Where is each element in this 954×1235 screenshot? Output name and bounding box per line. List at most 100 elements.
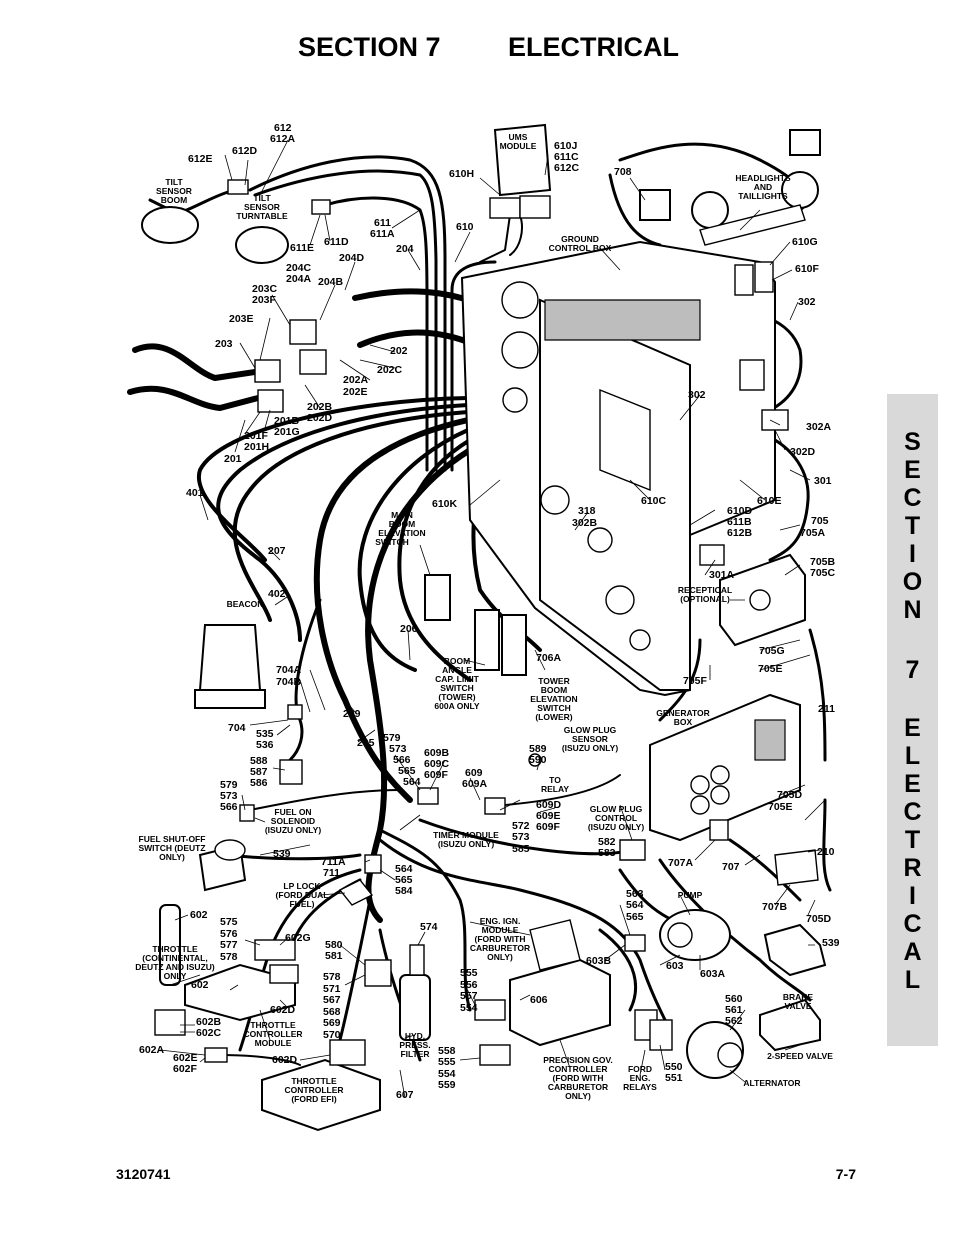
label-precision-gov-controller: CARBURETOR	[548, 1082, 608, 1092]
beacon	[194, 624, 303, 720]
label-tilt-boom: SENSOR	[156, 186, 192, 196]
pump-and-valves	[634, 909, 827, 1079]
label-202c: 202C	[377, 364, 403, 376]
label-204b: 204B	[318, 276, 344, 288]
ums-connector	[489, 197, 521, 219]
connector-563	[624, 934, 646, 952]
connector-201	[257, 389, 284, 413]
connector-port	[501, 331, 539, 369]
label-602d-2: 602D	[272, 1054, 298, 1066]
label-570: 570	[323, 1029, 341, 1041]
label-to-relay: RELAY	[541, 784, 569, 794]
side-tab-letter: C	[903, 910, 922, 938]
label-612e: 612E	[188, 153, 213, 165]
cable-401	[196, 396, 470, 562]
side-tab-letter: N	[903, 596, 922, 624]
alternator-pulley	[717, 1042, 743, 1068]
head-light	[691, 191, 729, 229]
label-throttle-controller-efi: CONTROLLER	[284, 1085, 343, 1095]
label-609e: 609E	[536, 810, 561, 822]
connector-610f	[754, 261, 774, 293]
label-607: 607	[396, 1089, 414, 1101]
terminal-strip	[544, 299, 701, 341]
label-565c: 565	[626, 911, 644, 923]
label-602f: 602F	[173, 1063, 198, 1075]
connector-port	[502, 387, 528, 413]
wire-556	[378, 828, 472, 1012]
label-554a: 554	[460, 1002, 478, 1014]
label-ums-module: MODULE	[500, 141, 537, 151]
label-ground-control-box: GROUND	[561, 234, 599, 244]
label-lp-lock: LP LOCK	[283, 881, 321, 891]
label-throttle: ONLY	[164, 971, 187, 981]
label-560: 560	[725, 993, 743, 1005]
label-fuel-on-solenoid: (ISUZU ONLY)	[265, 825, 322, 835]
label-610k: 610K	[432, 498, 458, 510]
label-302a: 302A	[806, 421, 832, 433]
label-564c: 564	[626, 899, 644, 911]
label-throttle-controller-module: CONTROLLER	[243, 1029, 302, 1039]
connector-302a	[761, 409, 789, 431]
label-609c: 609C	[424, 758, 450, 770]
boom-angle-switch	[474, 609, 500, 671]
label-main-boom-elevation-switch: BOOM	[389, 519, 415, 529]
label-207: 207	[268, 545, 286, 557]
connector-575	[254, 939, 296, 961]
label-201b: 201B	[274, 415, 300, 427]
label-301a: 301A	[709, 569, 735, 581]
side-tab-letter: T	[904, 512, 921, 540]
hour-meter	[540, 485, 570, 515]
label-711a: 711A	[321, 856, 346, 868]
connector-588	[279, 759, 303, 785]
label-206: 206	[400, 623, 418, 635]
label-202d: 202D	[307, 412, 333, 424]
label-610j: 610J	[554, 140, 578, 152]
label-boom-angle-switch: ANGLE	[442, 665, 472, 675]
label-610c: 610C	[641, 495, 667, 507]
label-211: 211	[818, 703, 835, 715]
label-609f-2: 609F	[536, 821, 561, 833]
label-588: 588	[250, 755, 268, 767]
side-tab-letter: L	[904, 742, 921, 770]
connector-610g	[734, 264, 754, 296]
label-tilt-boom: BOOM	[161, 195, 187, 205]
generator-box	[649, 693, 801, 842]
connector-602g	[269, 964, 299, 984]
label-boom-angle-switch: CAP. LIMIT	[435, 674, 480, 684]
label-glow-plug-sensor: GLOW PLUG	[564, 725, 617, 735]
label-tower-boom-elevation-switch: SWITCH	[537, 703, 571, 713]
label-throttle-controller-module: MODULE	[255, 1038, 292, 1048]
label-timer-module: TIMER MODULE	[433, 830, 499, 840]
tilt-sensor-turntable	[235, 226, 289, 264]
label-glow-plug-control: GLOW PLUG	[590, 804, 643, 814]
label-fuel-shutoff-switch: FUEL SHUT-OFF	[139, 834, 206, 844]
section-side-tab[interactable]: S E C T I O N 7 E L E C T R I C A L	[887, 394, 938, 1046]
label-602: 602	[190, 909, 208, 921]
label-boom-angle-switch: (TOWER)	[438, 692, 475, 702]
label-705c: 705C	[810, 567, 836, 579]
wire-612a	[253, 169, 438, 472]
label-554b: 554	[438, 1068, 456, 1080]
callout-labels: 612 612A 612E 612D TILT SENSOR BOOM TILT…	[135, 122, 839, 1104]
label-throttle: (CONTINENTAL,	[142, 953, 207, 963]
label-564b: 564	[395, 863, 413, 875]
connector-301a	[699, 544, 725, 566]
precision-gov-controller	[509, 958, 611, 1047]
label-610: 610	[456, 221, 474, 233]
label-556: 556	[460, 979, 478, 991]
pump-port	[667, 922, 693, 948]
label-602e: 602E	[173, 1052, 198, 1064]
label-headlights: HEADLIGHTS	[735, 173, 791, 183]
label-561: 561	[725, 1004, 743, 1016]
label-610e: 610E	[757, 495, 782, 507]
page-header: SECTION 7 ELECTRICAL	[0, 28, 954, 72]
label-705e-2: 705E	[768, 801, 793, 813]
label-551: 551	[665, 1072, 683, 1084]
light-bracket	[699, 204, 806, 246]
label-564a: 564	[403, 776, 421, 788]
cable-207	[216, 403, 470, 642]
fuel-on-solenoid	[239, 804, 255, 822]
generator-outlet	[690, 775, 710, 795]
label-throttle-controller-module: THROTTLE	[250, 1020, 296, 1030]
label-fuel-shutoff-switch: SWITCH (DEUTZ	[138, 843, 205, 853]
